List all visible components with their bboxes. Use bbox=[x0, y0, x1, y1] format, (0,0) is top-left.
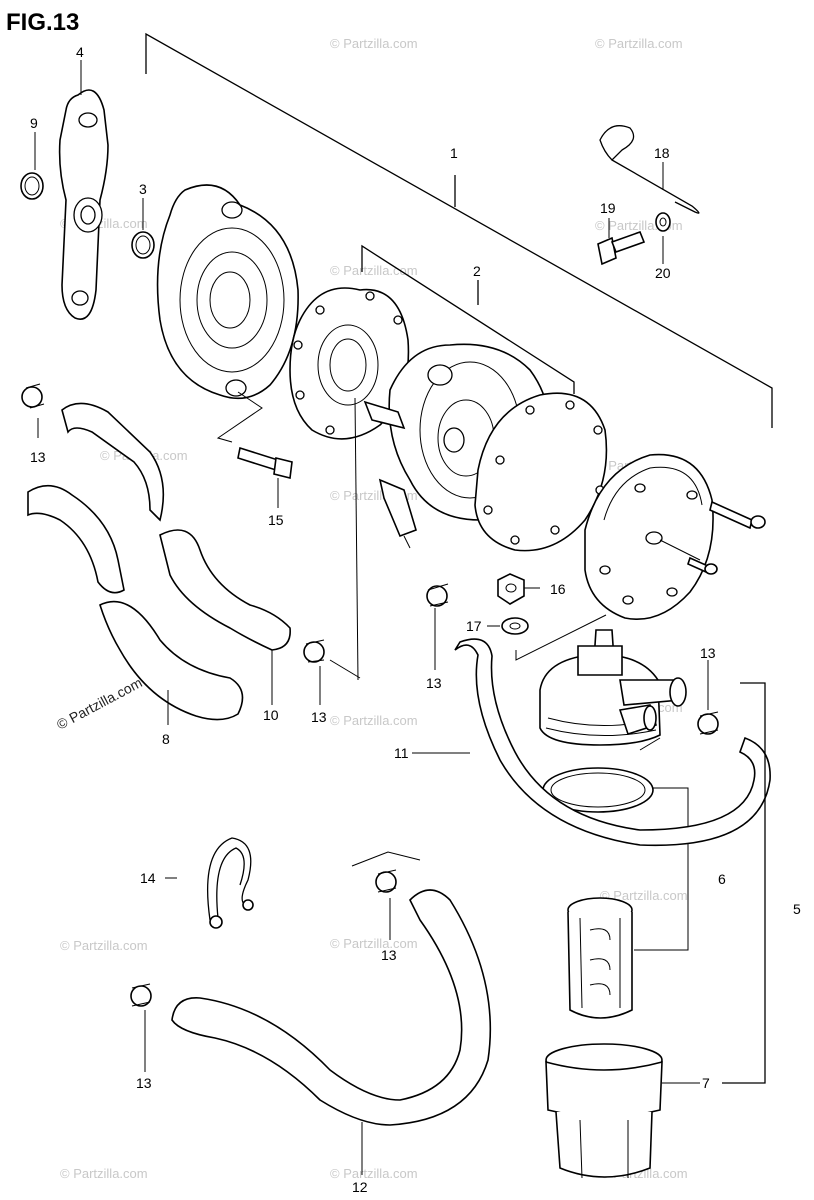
part-filter-cup bbox=[545, 1043, 700, 1179]
callout-8: 8 bbox=[162, 731, 170, 747]
watermark: © Partzilla.com bbox=[330, 936, 418, 951]
watermark: © Partzilla.com bbox=[60, 1166, 148, 1181]
watermark: © Partzilla.com bbox=[595, 36, 683, 51]
callout-5: 5 bbox=[793, 901, 801, 917]
part-filter-screen bbox=[567, 897, 633, 1019]
callout-18: 18 bbox=[654, 145, 670, 161]
part-clamp-13-f bbox=[130, 983, 152, 1072]
bracket-5 bbox=[722, 682, 766, 1084]
part-o-ring-3 bbox=[131, 198, 155, 259]
part-back-cover bbox=[584, 453, 714, 620]
callout-13-b: 13 bbox=[311, 709, 327, 725]
part-clip-14 bbox=[165, 837, 254, 929]
part-clamp-13-b bbox=[303, 639, 361, 705]
part-o-ring-6 bbox=[542, 767, 689, 951]
part-clamp-13-c bbox=[426, 583, 449, 670]
figure-title: FIG.13 bbox=[6, 9, 79, 36]
watermark: © Partzilla.com bbox=[60, 938, 148, 953]
part-o-ring-9 bbox=[20, 132, 44, 200]
callout-15: 15 bbox=[268, 512, 284, 528]
part-clamp-13-d bbox=[697, 660, 719, 735]
callout-7: 7 bbox=[702, 1075, 710, 1091]
part-clamp-13-a bbox=[21, 383, 45, 438]
part-hose-10 bbox=[61, 402, 291, 705]
part-washer-20 bbox=[655, 212, 671, 264]
watermark: © Partzilla.com bbox=[330, 263, 418, 278]
part-bolt-15 bbox=[237, 446, 293, 508]
callout-2: 2 bbox=[473, 263, 481, 279]
part-washer-17 bbox=[487, 617, 529, 635]
part-bolt-19 bbox=[597, 218, 646, 266]
bracket-2 bbox=[361, 244, 575, 394]
part-screw-right-top bbox=[709, 500, 766, 530]
callout-13-f: 13 bbox=[136, 1075, 152, 1091]
callout-17: 17 bbox=[466, 618, 482, 634]
watermark: © Partzilla.com bbox=[600, 888, 688, 903]
callout-13-e: 13 bbox=[381, 947, 397, 963]
bracket-1 bbox=[145, 32, 773, 428]
part-hose-12 bbox=[171, 889, 492, 1175]
callout-19: 19 bbox=[600, 200, 616, 216]
callout-14: 14 bbox=[140, 870, 156, 886]
callout-13-a: 13 bbox=[30, 449, 46, 465]
part-hose-11 bbox=[412, 638, 771, 847]
callout-11: 11 bbox=[394, 745, 409, 761]
part-hose-8 bbox=[27, 484, 244, 725]
part-fuel-cock bbox=[515, 614, 687, 751]
callout-9: 9 bbox=[30, 115, 38, 131]
callout-20: 20 bbox=[655, 265, 671, 281]
callout-4: 4 bbox=[76, 44, 84, 60]
part-pump-cover bbox=[156, 184, 299, 443]
part-clamp-13-e bbox=[351, 851, 421, 940]
part-wire-clip-18 bbox=[599, 125, 700, 214]
watermark: © Partzilla.com bbox=[330, 1166, 418, 1181]
callout-6: 6 bbox=[718, 871, 726, 887]
callout-1: 1 bbox=[450, 145, 458, 161]
callout-10: 10 bbox=[263, 707, 279, 723]
callout-3: 3 bbox=[139, 181, 147, 197]
callout-13-d: 13 bbox=[700, 645, 716, 661]
part-nut-16 bbox=[497, 573, 540, 605]
watermark: © Partzilla.com bbox=[330, 36, 418, 51]
part-gasket bbox=[474, 392, 608, 552]
callouts: 1 2 3 4 5 6 7 8 9 10 11 12 13 13 13 13 1… bbox=[30, 44, 801, 1195]
callout-16: 16 bbox=[550, 581, 566, 597]
watermark: © Partzilla.com bbox=[330, 713, 418, 728]
callout-13-c: 13 bbox=[426, 675, 442, 691]
watermark-dark: © Partzilla.com bbox=[54, 674, 145, 732]
part-flange-plate bbox=[58, 60, 109, 320]
part-screw-right-bottom bbox=[687, 556, 718, 575]
callout-12: 12 bbox=[352, 1179, 368, 1195]
